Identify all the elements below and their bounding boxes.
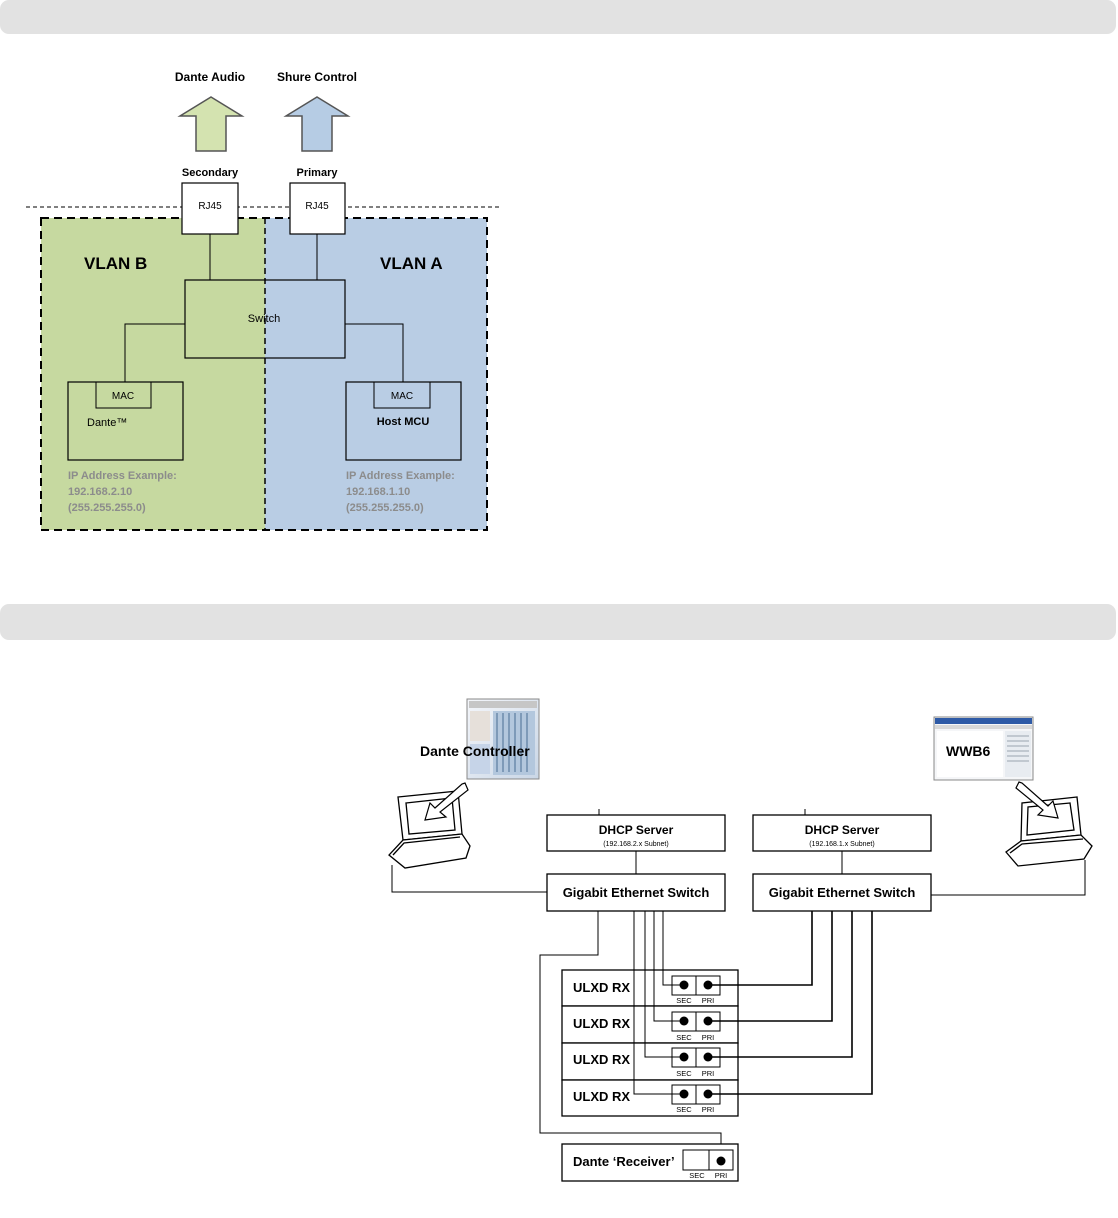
switch-label: Switch [248,313,280,325]
laptop-left-icon [388,790,471,869]
vlan-b-label: VLAN B [84,254,147,273]
dhcp-left-subnet: (192.168.2.x Subnet) [603,841,668,848]
ulxd-rx-3-label: ULXD RX [573,1052,630,1067]
primary-network-cables [708,911,873,1095]
ip-left-line-1: IP Address Example: [68,470,177,482]
dante-audio-arrow [177,96,245,152]
dante-controller-label: Dante Controller [420,743,530,759]
dhcp-left-title: DHCP Server [599,823,674,837]
shure-control-arrow [283,96,351,152]
wwb6-screenshot [933,716,1034,781]
wwb6-label: WWB6 [946,743,991,759]
vlan-a-label: VLAN A [380,254,443,273]
dante-name-label: Dante™ [87,417,127,429]
vlan-topology-diagram: Dante Audio Shure Control Secondary Prim… [26,70,500,531]
primary-rj45-label: RJ45 [305,201,329,212]
pri-label-4: PRI [702,1105,715,1114]
secondary-rj45-box [181,182,239,235]
dhcp-right-subnet: (192.168.1.x Subnet) [809,841,874,848]
ulxd-rx-1-label: ULXD RX [573,980,630,995]
section-header-bar-top [0,0,1116,34]
sec-label-2: SEC [676,1033,692,1042]
switch-box [184,279,346,359]
dante-mac-box [95,381,152,409]
link-switch-dante [124,323,185,382]
host-mac-box [373,381,431,409]
vlan-a-region [265,218,487,530]
link-switch-host [345,323,404,382]
pri-label-1: PRI [702,996,715,1005]
dhcp-right-title: DHCP Server [805,823,880,837]
secondary-rj45-label: RJ45 [198,201,222,212]
vlan-b-region [41,218,265,530]
vlan-border [40,217,488,531]
section-header-bar-bottom [0,604,1116,640]
host-mcu-label: Host MCU [377,416,430,428]
dante-audio-label: Dante Audio [175,70,245,84]
pri-label-3: PRI [702,1069,715,1078]
link-laptop-right-switch [931,860,1086,896]
link-laptop-left-switch [391,865,547,893]
dhcp-server-left [546,814,726,852]
secondary-network-cables [539,911,722,1161]
ip-left-line-3: (255.255.255.0) [68,502,146,514]
network-setup-diagram: Dante Controller WWB6 [388,698,1093,1182]
ulxd-rx-2-label: ULXD RX [573,1016,630,1031]
ulxd-rx-4-label: ULXD RX [573,1089,630,1104]
primary-port-label: Primary [297,167,339,179]
gigabit-switch-right [752,873,932,912]
gigabit-switch-left-label: Gigabit Ethernet Switch [563,885,710,900]
arrow-into-laptop-right-icon [1015,781,1059,819]
dante-receiver-sec-port [682,1149,710,1171]
host-mac-label: MAC [391,391,413,402]
dhcp-server-right [752,814,932,852]
gigabit-switch-right-label: Gigabit Ethernet Switch [769,885,916,900]
sec-label-1: SEC [676,996,692,1005]
ip-left-line-2: 192.168.2.10 [68,486,132,498]
dante-receiver-sec-label: SEC [689,1171,705,1180]
dante-receiver-pri-dot [716,1156,726,1166]
dante-receiver-pri-label: PRI [715,1171,728,1180]
ip-right-line-2: 192.168.1.10 [346,486,410,498]
ip-right-line-1: IP Address Example: [346,470,455,482]
sec-label-4: SEC [676,1105,692,1114]
sec-label-3: SEC [676,1069,692,1078]
port-connector-dots [679,980,713,1099]
arrow-into-laptop-left-icon [424,782,469,821]
pri-label-2: PRI [702,1033,715,1042]
ip-right-line-3: (255.255.255.0) [346,502,424,514]
dante-controller-screenshot [466,698,540,780]
dante-receiver-label: Dante ‘Receiver’ [573,1154,675,1169]
dante-mac-label: MAC [112,391,134,402]
secondary-port-label: Secondary [182,167,239,179]
shure-control-label: Shure Control [277,70,357,84]
